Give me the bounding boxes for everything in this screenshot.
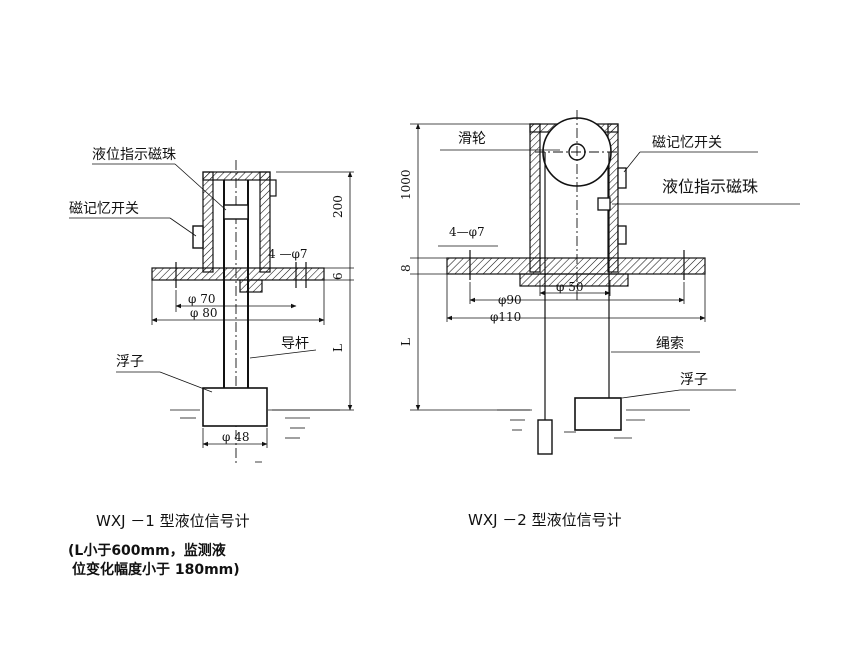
wxj1-dim-holes: 4 —φ7 <box>268 247 308 261</box>
wxj1-dim-phi48: φ 48 <box>222 430 250 444</box>
wxj1-drawing: 200 6 L φ 70 φ 80 4 —φ7 φ 48 液位指示磁珠 磁记忆开… <box>68 147 354 578</box>
wxj2-counterweight <box>537 419 553 455</box>
wxj1-dim-phi70: φ 70 <box>188 292 216 306</box>
wxj1-label-rod: 导杆 <box>281 336 309 352</box>
wxj2-label-float: 浮子 <box>680 372 708 388</box>
wxj2-float <box>574 397 622 431</box>
wxj1-bead <box>223 204 249 220</box>
wxj2-dim-8: 8 <box>399 264 413 272</box>
wxj2-switch-upper <box>617 167 627 189</box>
wxj2-dim-holes: 4—φ7 <box>449 225 485 239</box>
wxj2-label-pulley: 滑轮 <box>458 130 486 147</box>
wxj2-label-switch: 磁记忆开关 <box>652 135 722 151</box>
wxj1-label-float: 浮子 <box>116 354 144 370</box>
wxj2-label-rope: 绳索 <box>656 335 684 352</box>
wxj1-dim-6: 6 <box>331 272 345 280</box>
wxj1-note-line1: (L小于600mm，监测液 <box>68 542 227 559</box>
wxj2-caption: WXJ －2 型液位信号计 <box>468 511 622 529</box>
wxj1-dim-phi80: φ 80 <box>190 306 218 320</box>
wxj1-switch <box>192 225 204 249</box>
wxj2-housing-wall-left <box>529 123 541 273</box>
wxj2-dim-1000: 1000 <box>399 169 413 200</box>
wxj1-side-bracket <box>269 179 277 197</box>
wxj2-flange <box>446 257 706 275</box>
wxj2-switch-lower <box>617 225 627 245</box>
wxj1-flange <box>151 267 325 281</box>
wxj2-drawing: 1000 8 L φ 50 φ90 φ110 4—φ7 滑轮 磁记忆开关 液位指… <box>399 110 800 529</box>
wxj2-dim-phi90: φ90 <box>498 293 522 307</box>
wxj2-dim-L: L <box>399 338 413 346</box>
wxj1-note-line2: 位变化幅度小于 180mm) <box>72 561 240 578</box>
wxj2-label-bead: 液位指示磁珠 <box>662 177 758 196</box>
wxj1-dim-200: 200 <box>331 195 345 218</box>
wxj2-dim-phi110: φ110 <box>490 310 521 324</box>
wxj2-bead <box>597 197 611 211</box>
wxj1-label-bead: 液位指示磁珠 <box>92 147 176 163</box>
wxj1-dim-L: L <box>331 344 345 352</box>
wxj2-flange-boss <box>519 273 629 287</box>
wxj1-housing-wall-left <box>202 171 214 273</box>
wxj2-dim-phi50: φ 50 <box>556 280 584 294</box>
wxj1-label-switch: 磁记忆开关 <box>69 201 139 217</box>
wxj1-float <box>202 387 268 427</box>
wxj1-flange-boss <box>239 279 263 293</box>
wxj1-housing-top <box>202 171 271 181</box>
wxj1-caption: WXJ －1 型液位信号计 <box>96 512 250 530</box>
